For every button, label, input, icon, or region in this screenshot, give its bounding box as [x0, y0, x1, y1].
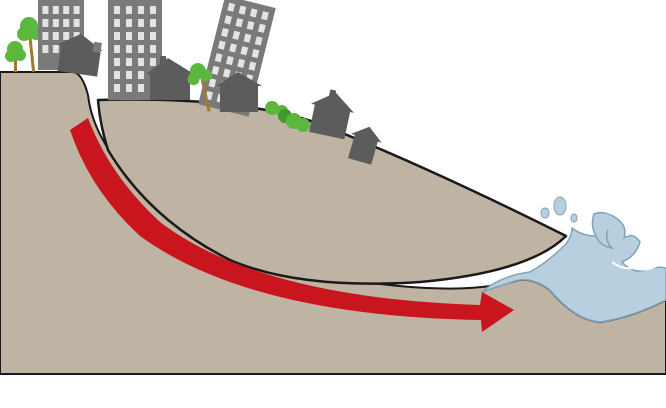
window — [42, 6, 49, 14]
house-icon — [216, 72, 262, 112]
window — [227, 2, 236, 12]
window — [211, 65, 220, 75]
window — [208, 78, 217, 88]
house-icon — [146, 56, 194, 100]
window — [52, 6, 59, 14]
window — [126, 58, 132, 66]
window — [126, 6, 132, 14]
window — [238, 5, 247, 15]
window — [235, 18, 244, 28]
house-icon — [309, 89, 355, 140]
tsunami-wave — [481, 211, 666, 323]
window — [126, 19, 132, 27]
window — [126, 71, 132, 79]
window — [150, 19, 156, 27]
window — [126, 84, 132, 92]
window — [114, 84, 120, 92]
window — [126, 32, 132, 40]
window — [114, 58, 120, 66]
window — [52, 19, 59, 27]
window — [42, 45, 49, 53]
house-icon — [57, 33, 103, 77]
tree-icon — [265, 101, 310, 132]
window — [254, 36, 263, 46]
window — [73, 19, 80, 27]
window — [150, 32, 156, 40]
window — [150, 6, 156, 14]
window — [261, 11, 269, 21]
window — [150, 58, 156, 66]
window — [114, 6, 120, 14]
window — [63, 19, 70, 27]
window — [138, 84, 144, 92]
window — [63, 6, 70, 14]
window — [217, 40, 226, 50]
window — [126, 45, 132, 53]
window — [138, 32, 144, 40]
window — [246, 20, 255, 31]
window — [237, 58, 246, 68]
window — [226, 55, 234, 66]
window — [114, 32, 120, 40]
window — [257, 23, 266, 33]
house-icon — [348, 126, 382, 165]
window — [114, 19, 120, 27]
arrow-right-icon — [70, 118, 514, 332]
window — [73, 6, 80, 14]
wave-crest — [611, 261, 666, 271]
water-spray — [570, 213, 578, 223]
window — [114, 45, 120, 53]
window — [150, 45, 156, 53]
window — [222, 68, 231, 78]
wave-icon — [595, 229, 615, 250]
window — [138, 71, 144, 79]
window — [224, 15, 232, 25]
window — [42, 32, 49, 40]
window — [138, 58, 144, 66]
window — [138, 45, 144, 53]
window — [232, 30, 241, 40]
window — [42, 19, 49, 27]
window — [243, 33, 252, 43]
building-windows — [114, 6, 156, 92]
window — [248, 61, 257, 71]
window — [138, 19, 144, 27]
window — [214, 53, 223, 63]
tree-icon — [5, 41, 26, 72]
water-spray — [540, 207, 550, 219]
tree-icon — [187, 63, 213, 112]
window — [240, 46, 249, 56]
window — [52, 45, 59, 53]
window — [221, 27, 229, 38]
window — [52, 32, 59, 40]
window — [249, 8, 258, 18]
window — [63, 32, 70, 40]
window — [114, 71, 120, 79]
window — [138, 6, 144, 14]
window — [229, 43, 237, 53]
window — [251, 48, 260, 59]
water-spray — [553, 196, 567, 216]
